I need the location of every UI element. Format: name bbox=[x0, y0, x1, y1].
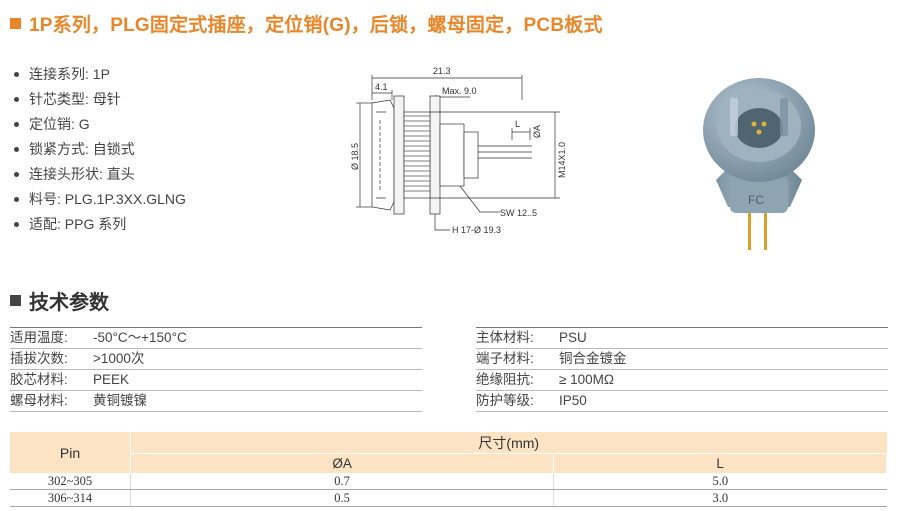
param-key: 胶芯材料: bbox=[10, 372, 68, 387]
feature-text: 适配: PPG 系列 bbox=[29, 216, 127, 232]
param-key: 螺母材料: bbox=[10, 393, 68, 408]
dim-front-label: 4.1 bbox=[375, 82, 388, 92]
param-row: 防护等级: IP50 bbox=[476, 391, 888, 412]
params-right: 主体材料: PSU 端子材料: 铜合金镀金 绝缘阻抗: ≥ 100MΩ 防护等级: IP… bbox=[476, 327, 888, 412]
param-row: 绝缘阻抗: ≥ 100MΩ bbox=[476, 370, 888, 391]
param-value: PSU bbox=[559, 330, 587, 345]
feature-text: 料号: PLG.1P.3XX.GLNG bbox=[29, 191, 186, 207]
dim-dia-label: Ø 18.5 bbox=[350, 143, 360, 170]
param-key: 端子材料: bbox=[476, 351, 534, 366]
bullet-icon bbox=[14, 197, 19, 202]
bullet-icon bbox=[14, 122, 19, 127]
param-row: 插拔次数: >1000次 bbox=[10, 349, 422, 370]
feature-text: 连接头形状: 直头 bbox=[29, 166, 135, 182]
product-photo: FC bbox=[703, 78, 815, 250]
feature-item: 连接系列: 1P bbox=[14, 62, 186, 87]
param-key: 主体材料: bbox=[476, 330, 534, 345]
param-key: 插拔次数: bbox=[10, 351, 68, 366]
feature-list: 连接系列: 1P 针芯类型: 母针 定位销: G 锁紧方式: 自锁式 连接头形状… bbox=[14, 62, 186, 237]
param-key: 绝缘阻抗: bbox=[476, 372, 534, 387]
param-row: 螺母材料: 黄铜镀镍 bbox=[10, 391, 422, 412]
param-value: PEEK bbox=[93, 372, 130, 387]
param-key: 适用温度: bbox=[10, 330, 68, 345]
param-value: 铜合金镀金 bbox=[559, 351, 627, 366]
feature-item: 针芯类型: 母针 bbox=[14, 87, 186, 112]
dim-hex-label: H 17-Ø 19.3 bbox=[452, 225, 501, 235]
photo-marking: FC bbox=[748, 193, 764, 207]
param-value: ≥ 100MΩ bbox=[559, 372, 615, 387]
feature-item: 锁紧方式: 自锁式 bbox=[14, 137, 186, 162]
feature-item: 定位销: G bbox=[14, 112, 186, 137]
l-cell: 3.0 bbox=[553, 489, 887, 507]
pin-header: Pin bbox=[10, 432, 131, 473]
param-value: 黄铜镀镍 bbox=[93, 393, 147, 408]
feature-text: 连接系列: 1P bbox=[29, 66, 110, 82]
feature-text: 锁紧方式: 自锁式 bbox=[29, 141, 135, 157]
size-header: 尺寸(mm) bbox=[130, 432, 887, 454]
table-row: 302~305 0.7 5.0 bbox=[10, 473, 887, 490]
section-square-icon bbox=[10, 295, 21, 306]
feature-item: 连接头形状: 直头 bbox=[14, 162, 186, 187]
bullet-icon bbox=[14, 222, 19, 227]
bullet-icon bbox=[14, 147, 19, 152]
param-row: 胶芯材料: PEEK bbox=[10, 370, 422, 391]
dim-l-label: L bbox=[515, 119, 520, 129]
l-cell: 5.0 bbox=[553, 473, 887, 490]
dim-thread-label: M14X1.0 bbox=[557, 142, 567, 178]
a-cell: 0.5 bbox=[130, 489, 555, 507]
param-row: 适用温度: -50°C～+150°C bbox=[10, 327, 422, 349]
param-value: >1000次 bbox=[93, 351, 145, 366]
params-left: 适用温度:-50°C～+150°C 插拔次数:>1000次 胶芯材料:PEEK … bbox=[10, 327, 422, 412]
dim-a-label: ØA bbox=[532, 125, 542, 138]
page-title: 1P系列，PLG固定式插座，定位销(G)，后锁，螺母固定，PCB板式 bbox=[10, 8, 603, 38]
bullet-icon bbox=[14, 72, 19, 77]
col-a-header: ØA bbox=[130, 453, 555, 473]
param-row: 主体材料: PSU bbox=[476, 327, 888, 349]
title-square-icon bbox=[10, 17, 21, 29]
table-row: 306~314 0.5 3.0 bbox=[10, 489, 887, 507]
section-title-text: 技术参数 bbox=[29, 292, 109, 314]
bullet-icon bbox=[14, 97, 19, 102]
section-title: 技术参数 bbox=[10, 286, 109, 315]
pin-size-table: Pin 尺寸(mm) ØA L 302~305 0.7 5.0 306~314 … bbox=[10, 432, 887, 507]
dim-sw-label: SW 12..5 bbox=[500, 208, 537, 218]
pin-cell: 306~314 bbox=[10, 489, 131, 507]
param-row: 端子材料: 铜合金镀金 bbox=[476, 349, 888, 370]
pin-cell: 302~305 bbox=[10, 473, 131, 490]
col-l-header: L bbox=[553, 453, 887, 473]
feature-text: 针芯类型: 母针 bbox=[29, 91, 121, 107]
dim-overall-label: 21.3 bbox=[433, 66, 451, 76]
param-key: 防护等级: bbox=[476, 393, 534, 408]
technical-drawing: 21.3 4.1 Max. 9.0 L ØA Ø 18.5 M14X1.0 SW… bbox=[350, 66, 567, 235]
param-value: -50°C～+150°C bbox=[93, 330, 187, 345]
feature-item: 料号: PLG.1P.3XX.GLNG bbox=[14, 187, 186, 212]
a-cell: 0.7 bbox=[130, 473, 555, 490]
page-title-text: 1P系列，PLG固定式插座，定位销(G)，后锁，螺母固定，PCB板式 bbox=[29, 14, 603, 36]
param-value: IP50 bbox=[559, 393, 587, 408]
feature-text: 定位销: G bbox=[29, 116, 90, 132]
feature-item: 适配: PPG 系列 bbox=[14, 212, 186, 237]
bullet-icon bbox=[14, 172, 19, 177]
dim-max-label: Max. 9.0 bbox=[442, 86, 477, 96]
